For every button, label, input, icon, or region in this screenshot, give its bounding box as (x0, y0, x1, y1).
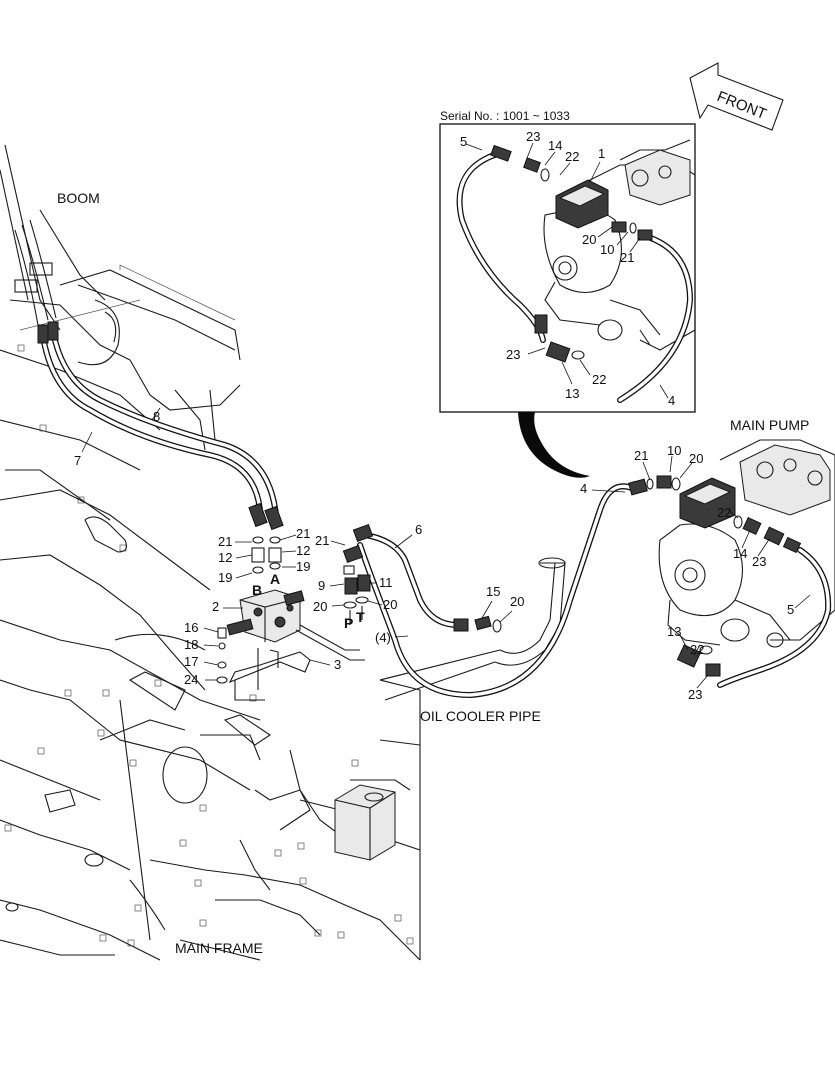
cooler-callout-11: 11 (379, 575, 393, 590)
valve-callout-16: 16 (184, 620, 198, 635)
cooler-callout-4-ref: (4) (375, 630, 391, 645)
inset-callout-4: 4 (668, 393, 675, 408)
main-pump-fittings (628, 475, 802, 677)
pump-callout-5: 5 (787, 602, 794, 617)
main-pump-leaders (591, 455, 811, 689)
cooler-leaders (329, 534, 513, 638)
inset-callout-10: 10 (600, 242, 614, 257)
valve-callout-21-left: 21 (218, 534, 232, 549)
frame-bolt-markers (4, 679, 414, 947)
inset-callout-13: 13 (565, 386, 579, 401)
port-a-label: A (270, 571, 280, 587)
main-frame-label: MAIN FRAME (175, 940, 263, 956)
inset-callout-1: 1 (598, 146, 605, 161)
port-p-label: P (344, 615, 353, 631)
main-pump-artwork (658, 439, 835, 648)
oil-cooler-pipe-label: OIL COOLER PIPE (420, 708, 541, 724)
pump-callout-20: 20 (689, 451, 703, 466)
cooler-callout-20-left: 20 (313, 599, 327, 614)
cooler-fittings (342, 523, 502, 633)
cooler-callout-20: 20 (510, 594, 524, 609)
valve-callout-3: 3 (334, 657, 341, 672)
inset-callout-23-lower: 23 (506, 347, 520, 362)
inset-callout-14: 14 (548, 138, 562, 153)
pump-callout-22-lower: 22 (690, 642, 704, 657)
valve-callout-17: 17 (184, 654, 198, 669)
hose-callout-8: 8 (153, 409, 160, 424)
machine-frame-artwork (0, 144, 566, 961)
pump-callout-23-lower: 23 (688, 687, 702, 702)
pump-callout-4: 4 (580, 481, 587, 496)
inset-callout-22: 22 (565, 149, 579, 164)
valve-callout-21-right: 21 (296, 526, 310, 541)
cooler-callout-21: 21 (315, 533, 329, 548)
cooler-callout-15: 15 (486, 584, 500, 599)
hose-callout-7: 7 (74, 453, 81, 468)
pump-callout-10: 10 (667, 443, 681, 458)
valve-callout-19-right: 19 (296, 559, 310, 574)
boom-label: BOOM (57, 190, 100, 206)
pump-callout-23: 23 (752, 554, 766, 569)
main-pump-label: MAIN PUMP (730, 417, 809, 433)
cooler-callout-6: 6 (415, 522, 422, 537)
valve-callout-12-right: 12 (296, 543, 310, 558)
inset-callout-22-lower: 22 (592, 372, 606, 387)
serial-number-label: Serial No. : 1001 ~ 1033 (440, 109, 570, 123)
cooler-callout-20-right: 20 (383, 597, 397, 612)
valve-callout-2: 2 (212, 599, 219, 614)
valve-leaders (81, 407, 331, 681)
port-b-label: B (252, 582, 262, 598)
inset-callout-23: 23 (526, 129, 540, 144)
inset-pointer-arrow (518, 412, 590, 478)
inset-callout-21: 21 (620, 250, 634, 265)
valve-callout-12-left: 12 (218, 550, 232, 565)
pump-callout-21: 21 (634, 448, 648, 463)
pump-callout-13: 13 (667, 624, 681, 639)
port-t-label: T (356, 609, 365, 625)
valve-callout-19-left: 19 (218, 570, 232, 585)
cooler-callout-9: 9 (318, 578, 325, 593)
pump-callout-22: 22 (717, 505, 731, 520)
inset-callout-5: 5 (460, 134, 467, 149)
hose-8 (49, 322, 279, 518)
serial-inset: Serial No. : 1001 ~ 1033 (439, 109, 696, 413)
inset-callout-20: 20 (582, 232, 596, 247)
front-direction-arrow: FRONT (689, 62, 784, 131)
valve-callout-24: 24 (184, 672, 198, 687)
valve-assembly (216, 502, 365, 701)
valve-callout-18: 18 (184, 637, 198, 652)
pump-callout-14: 14 (733, 546, 747, 561)
